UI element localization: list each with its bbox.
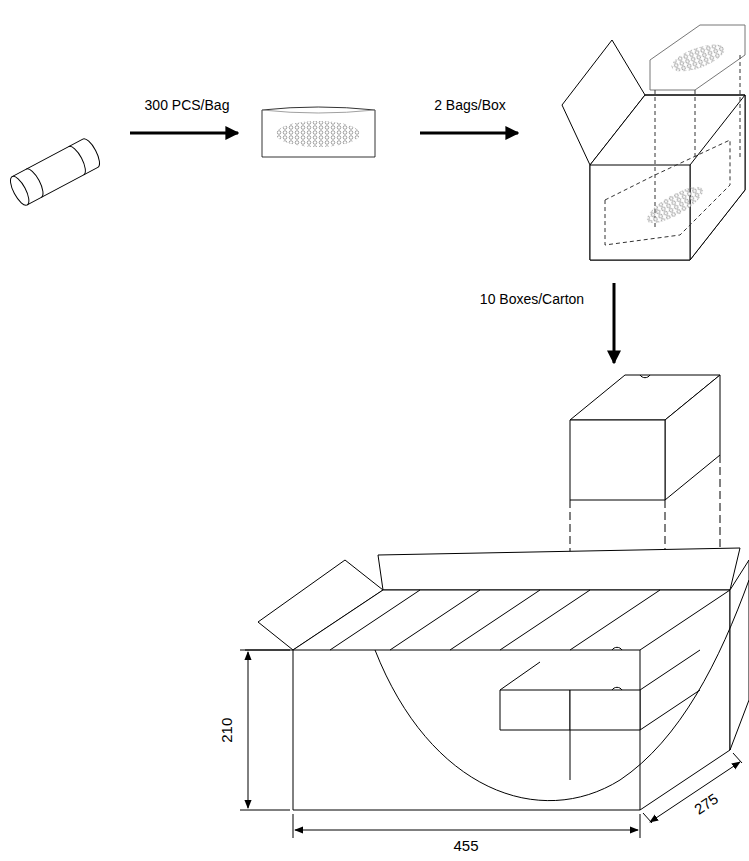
carton-figure [450, 590, 540, 650]
quantity-label: 10 Boxes/Carton [480, 292, 584, 307]
box-figure [605, 55, 740, 245]
box-figure [562, 25, 745, 260]
carton-figure [293, 650, 640, 651]
bag-figure [276, 121, 360, 147]
dimension-line [733, 753, 742, 763]
box-figure [665, 375, 720, 500]
box-figure [695, 90, 696, 160]
dimension-line [240, 650, 290, 651]
box-figure [650, 25, 745, 90]
dimension-line [248, 652, 249, 808]
quantity-label: 2 Bags/Box [434, 98, 506, 113]
fuse-figure [7, 136, 103, 207]
carton-figure [500, 662, 540, 690]
fuse-figure [7, 174, 33, 208]
dimension-value: 455 [453, 838, 478, 855]
flow-arrow [130, 132, 238, 135]
box-figure [605, 140, 730, 245]
box-figure [640, 375, 650, 378]
dimension-line [640, 814, 641, 838]
carton-figure [570, 730, 571, 780]
carton-figure [612, 687, 622, 690]
dimension-value: 210 [220, 717, 237, 742]
carton-figure [375, 580, 749, 801]
bag-figure [262, 107, 375, 157]
bag-figure [262, 110, 375, 113]
carton-figure [378, 548, 740, 590]
box-figure [690, 95, 745, 260]
flow-arrow [420, 132, 518, 135]
carton-figure [500, 590, 590, 650]
fuse-figure [69, 144, 89, 175]
quantity-label: 300 PCS/Bag [145, 98, 230, 113]
dimension-value: 275 [692, 790, 722, 818]
carton-figure [570, 690, 640, 730]
carton-figure [640, 690, 700, 730]
flow-arrow [613, 283, 616, 363]
box-figure [740, 55, 741, 160]
dimension-line [295, 830, 638, 831]
dimension-line [650, 762, 740, 822]
carton-figure [390, 590, 480, 650]
dimension-line [240, 810, 290, 811]
carton-figure [500, 690, 570, 730]
carton-figure [640, 590, 730, 650]
carton-figure [293, 580, 749, 810]
box-figure [570, 420, 665, 500]
dimension-line [240, 650, 742, 838]
carton-figure [330, 590, 420, 650]
box-figure [645, 95, 745, 96]
box-figure [642, 180, 707, 229]
carton-figure [612, 647, 622, 650]
box-figure [590, 95, 745, 260]
carton-figure [570, 590, 660, 650]
bag-figure [262, 107, 375, 157]
carton-figure [293, 590, 730, 810]
box-figure [668, 39, 727, 77]
carton-figure [245, 548, 749, 810]
dimension-line [293, 814, 294, 838]
fuse-figure [26, 166, 46, 197]
flow-arrow [130, 133, 614, 363]
carton-figure [640, 650, 700, 690]
